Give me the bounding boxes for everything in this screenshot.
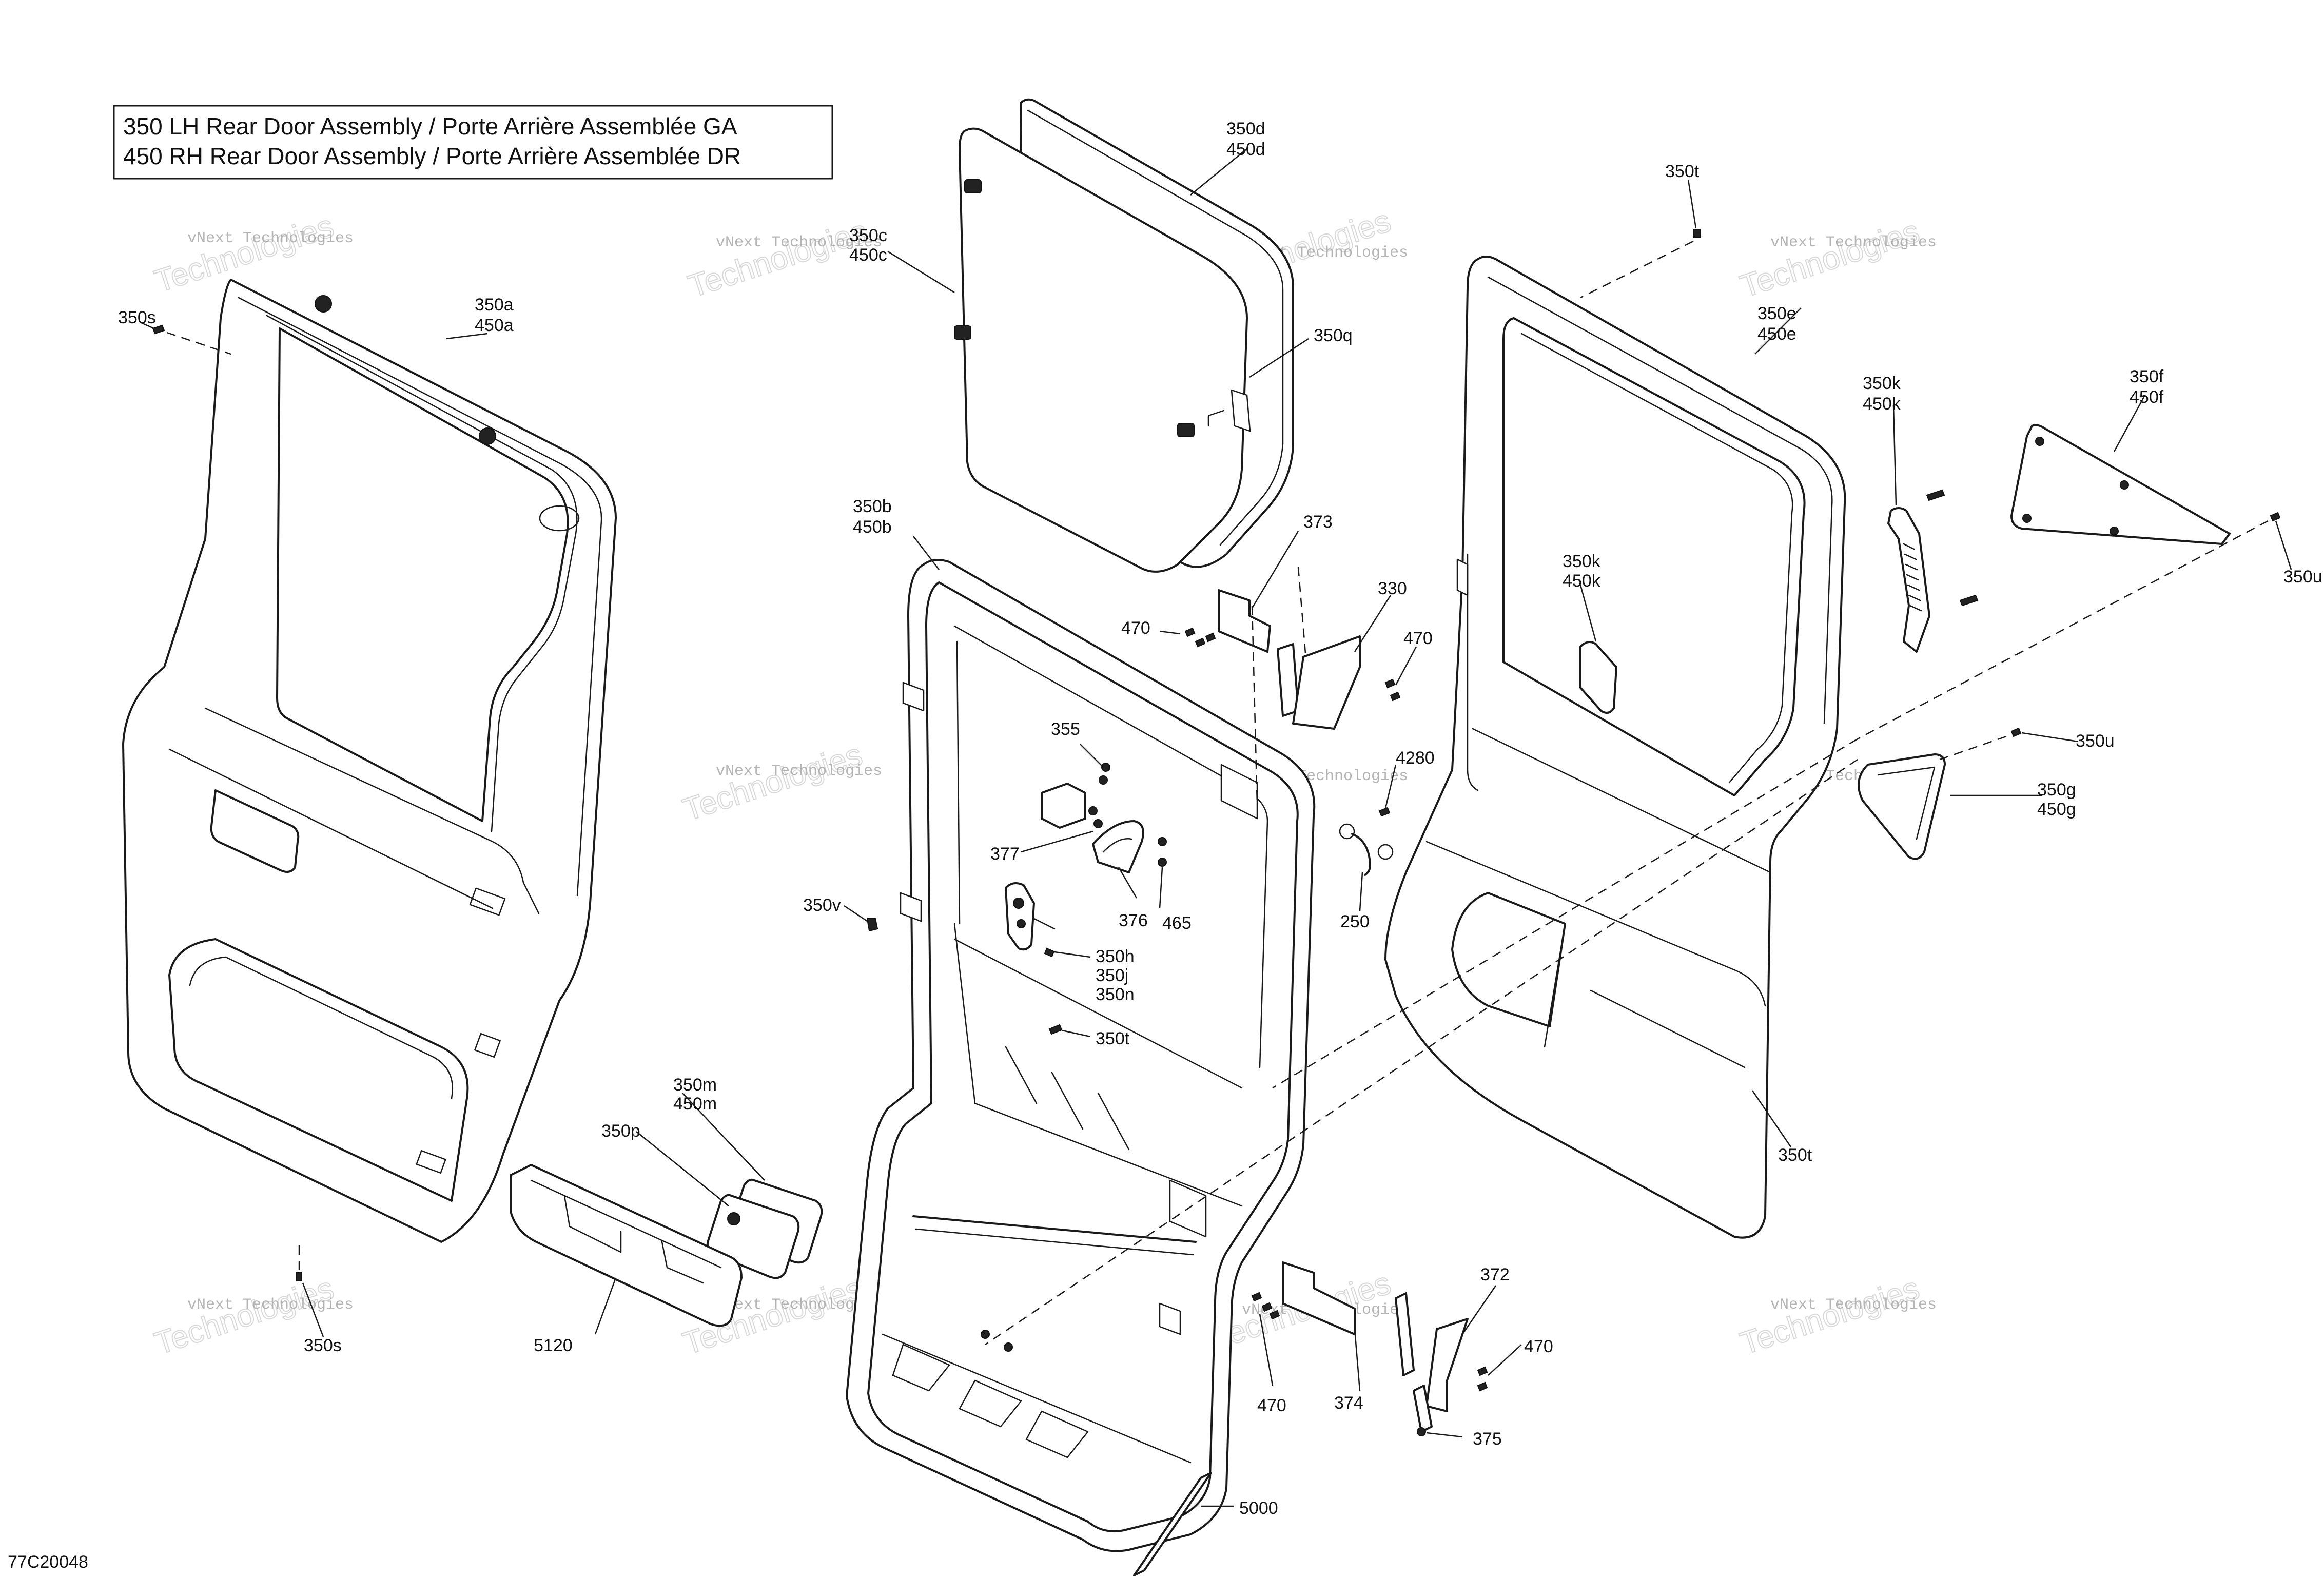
clip-350v — [866, 918, 878, 932]
callout-5000: 5000 — [1239, 1498, 1278, 1518]
watermark-text: vNext Technologies — [187, 230, 354, 247]
callout-373: 373 — [1303, 512, 1333, 532]
callout-350t: 350t — [1778, 1145, 1812, 1165]
assembly-guide-lines — [985, 567, 1858, 1346]
screw-470 — [1184, 627, 1488, 1392]
assembly-title-line-2: 450 RH Rear Door Assembly / Porte Arrièr… — [123, 143, 741, 169]
callout-450e: 450e — [1757, 324, 1796, 344]
callout-470: 470 — [1121, 618, 1150, 638]
callout-350v: 350v — [803, 895, 841, 915]
callout-350b: 350b — [853, 497, 892, 516]
callout-374: 374 — [1334, 1393, 1363, 1413]
watermark-text: vNext Technologies — [716, 234, 882, 251]
callout-450c: 450c — [849, 245, 887, 265]
callout-375: 375 — [1473, 1429, 1502, 1449]
callout-450g: 450g — [2037, 800, 2076, 819]
grab-handle — [1887, 489, 1979, 653]
callout-350t: 350t — [1665, 162, 1700, 181]
callout-350j: 350j — [1096, 966, 1128, 985]
callout-470: 470 — [1524, 1337, 1553, 1356]
callout-350e: 350e — [1757, 304, 1796, 323]
assembly-title-box: 350 LH Rear Door Assembly / Porte Arrièr… — [113, 105, 833, 180]
callout-350p: 350p — [601, 1121, 640, 1141]
callout-350c: 350c — [849, 226, 887, 245]
frame-fasteners — [981, 1330, 1013, 1352]
callout-350q: 350q — [1314, 326, 1353, 345]
watermark-text: vNext Technologies — [716, 763, 882, 780]
callout-450f: 450f — [2130, 387, 2164, 407]
callout-250: 250 — [1340, 912, 1370, 931]
callout-4280: 4280 — [1396, 748, 1435, 768]
door-latch — [1005, 882, 1056, 958]
interior-handle-bracket — [1041, 763, 1167, 1035]
watermark-text: Technologies — [684, 213, 872, 304]
watermark-text: Technologies — [1736, 1271, 1924, 1361]
callout-450k: 450k — [1563, 571, 1601, 591]
callout-5120: 5120 — [534, 1336, 573, 1355]
callout-350n: 350n — [1096, 985, 1135, 1004]
callout-350t: 350t — [1096, 1029, 1130, 1048]
callout-377: 377 — [990, 844, 1020, 864]
callout-350d: 350d — [1226, 119, 1265, 139]
watermark-text: vNext Technologies — [187, 1296, 354, 1314]
upper-hinge-bracket — [1218, 589, 1361, 806]
callout-465: 465 — [1162, 913, 1192, 933]
bracket-350g — [1858, 727, 2022, 860]
callout-372: 372 — [1480, 1265, 1510, 1284]
outer-door-panel — [1384, 256, 1846, 1239]
screw-350s — [152, 324, 302, 1281]
callout-470: 470 — [1257, 1396, 1286, 1415]
callout-450b: 450b — [853, 517, 892, 537]
callout-350u: 350u — [2283, 567, 2322, 587]
window-glass-panel — [954, 98, 1294, 573]
callout-376: 376 — [1119, 911, 1148, 930]
watermark-text: vNext Technologies — [1770, 234, 1937, 251]
assembly-title-line-1: 350 LH Rear Door Assembly / Porte Arrièr… — [123, 113, 737, 140]
callout-350s: 350s — [304, 1336, 342, 1355]
lower-hinge-372 — [1413, 1318, 1469, 1436]
bracket-plate-350f — [1857, 424, 2281, 740]
callout-350u: 350u — [2076, 731, 2115, 751]
watermark-text: Technologies — [1736, 213, 1924, 304]
leader-lines — [140, 148, 2292, 1507]
callout-350k: 350k — [1563, 552, 1601, 571]
watermark-text: vNext Technologies — [1770, 1296, 1937, 1314]
armrest-5120 — [510, 1164, 743, 1327]
callout-355: 355 — [1051, 719, 1080, 739]
callout-350g: 350g — [2037, 780, 2076, 800]
inner-door-trim-panel — [122, 279, 617, 1243]
callout-350h: 350h — [1096, 947, 1135, 966]
watermark-text: Technologies — [679, 737, 867, 828]
door-check-cable — [1339, 807, 1394, 876]
callout-350s: 350s — [118, 308, 156, 327]
callout-350m: 350m — [673, 1075, 717, 1095]
callout-350k: 350k — [1863, 374, 1901, 393]
callout-labels: 350s 350a 450a 350c 450c 350d 450d 350q … — [118, 119, 2322, 1518]
door-frame — [846, 559, 1316, 1552]
callout-330: 330 — [1378, 579, 1407, 598]
callout-350a: 350a — [475, 295, 514, 315]
callout-350f: 350f — [2130, 367, 2164, 386]
callout-450k: 450k — [1863, 394, 1901, 414]
lower-hinge-374 — [1282, 1261, 1415, 1376]
callout-450a: 450a — [475, 316, 514, 335]
callout-470: 470 — [1403, 629, 1433, 648]
callout-450d: 450d — [1226, 140, 1265, 159]
weather-strip-5000 — [1133, 1472, 1212, 1576]
drawing-number: 77C20048 — [8, 1552, 88, 1572]
callout-450m: 450m — [673, 1094, 717, 1114]
